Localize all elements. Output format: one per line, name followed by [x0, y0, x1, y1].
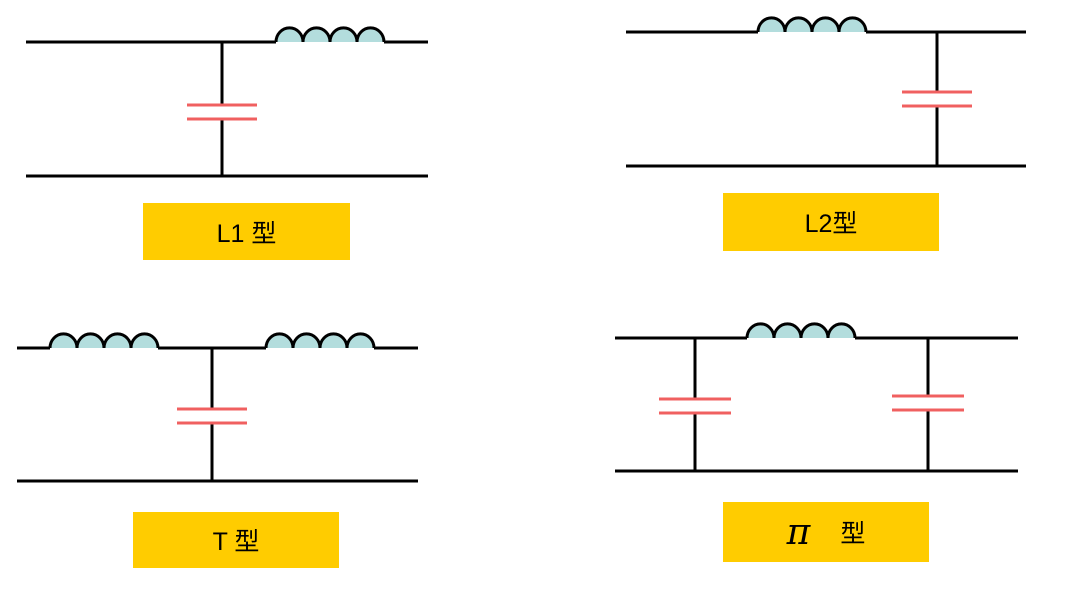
label-t: T 型: [133, 512, 339, 568]
label-l1: L1 型: [143, 203, 350, 260]
tt-inductor-left: [48, 332, 160, 349]
label-l2: L2型: [723, 193, 939, 251]
label-t-text: T 型: [212, 528, 260, 556]
pi-inductor: [745, 322, 857, 339]
pi-symbol: π: [786, 511, 811, 553]
label-pi: π 型: [723, 502, 929, 562]
l1-inductor: [274, 26, 386, 43]
label-pi-text: 型: [840, 520, 866, 548]
label-l1-text: L1 型: [216, 219, 277, 248]
l2-inductor: [756, 16, 868, 33]
label-l2-text: L2型: [804, 210, 858, 238]
tt-inductor-right: [264, 332, 376, 349]
